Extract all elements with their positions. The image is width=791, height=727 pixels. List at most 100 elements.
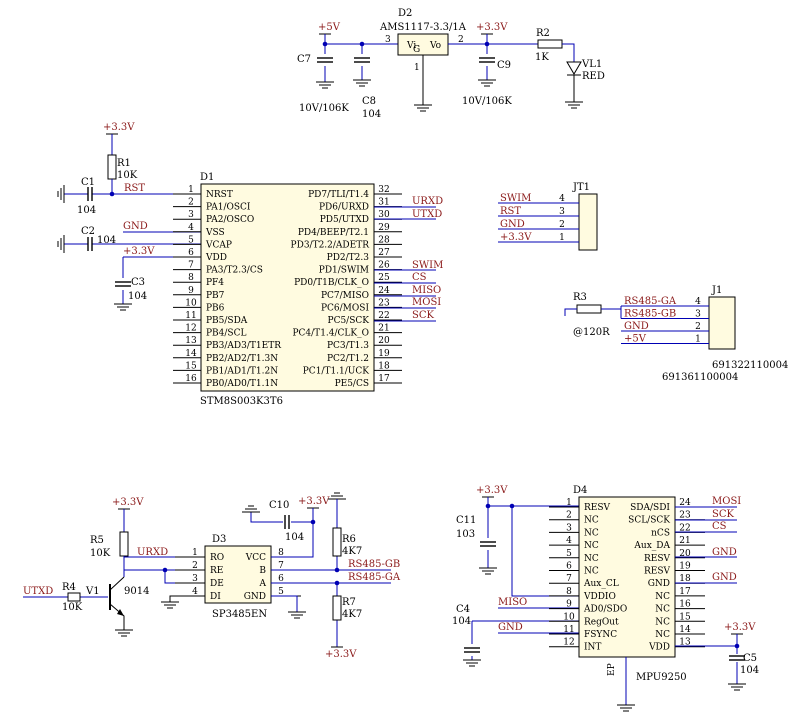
mcu-pin-21-name: PC4/T1.4/CLK_O <box>292 329 369 339</box>
imu-pin-14-number: 14 <box>679 625 691 635</box>
mcu-pin-17-number: 17 <box>378 374 390 384</box>
j1-pin-1-number: 1 <box>695 335 701 345</box>
r5-body <box>119 531 129 557</box>
imu-pin-3-name: NC <box>584 528 599 538</box>
imu-pin-13-number: 13 <box>679 638 691 648</box>
mcu-body <box>200 183 375 392</box>
j1-pin-4-number: 4 <box>695 297 701 307</box>
imu-pin-11-name: FSYNC <box>584 630 617 640</box>
c4-value: 104 <box>452 616 471 627</box>
r1-value: 10K <box>117 170 138 181</box>
d2-vi: Vi <box>406 41 416 51</box>
net-rs485-gb: RS485-GB <box>348 559 400 570</box>
j1-body <box>708 296 736 350</box>
rs485-pin-2-name: RE <box>210 566 223 576</box>
imu-net-cs: CS <box>712 521 727 532</box>
d3-ref: D3 <box>212 534 226 545</box>
jt1-pin-4-number: 4 <box>559 194 565 204</box>
mcu-pin-5-name: VCAP <box>205 240 232 250</box>
jt1-net-3: RST <box>500 206 521 217</box>
j1-pin-3-number: 3 <box>695 310 701 320</box>
net-urxd: URXD <box>412 196 443 207</box>
d3-part: SP3485EN <box>212 609 267 620</box>
r7-value: 4K7 <box>342 609 362 620</box>
jt1-pin-3-number: 3 <box>559 207 565 217</box>
imu-pin-12-number: 12 <box>563 638 574 648</box>
imu-pin-13-name: VDD <box>648 643 670 653</box>
imu-pin-11-number: 11 <box>563 625 574 635</box>
mcu-pin-14-name: PB2/AD2/T1.3N <box>206 354 278 364</box>
net-mosi: MOSI <box>412 297 441 308</box>
d1-ref: D1 <box>200 172 214 183</box>
c11-ref: C11 <box>456 515 476 526</box>
rs485-pin-2-number: 2 <box>192 561 198 571</box>
mcu-pin-4-number: 4 <box>188 223 194 233</box>
imu-pin-6-name: NC <box>584 567 599 577</box>
mcu-pin-10-name: PB6 <box>206 303 225 313</box>
imu-pin-18-number: 18 <box>679 574 691 584</box>
c3-ref: C3 <box>131 277 145 288</box>
d2-vo: Vo <box>429 41 441 51</box>
c9-value: 10V/106K <box>462 96 512 107</box>
c1-value: 104 <box>77 205 96 216</box>
imu-pin-4-number: 4 <box>566 536 572 546</box>
rs485-pin-4-number: 4 <box>192 587 198 597</box>
imu-ep-pin: EP <box>607 663 617 676</box>
c2-ref: C2 <box>81 226 95 237</box>
mcu-pin-7-name: PA3/T2.3/CS <box>206 266 263 276</box>
v1-value: 9014 <box>124 586 149 597</box>
c11-supply-label: +3.3V <box>476 485 508 496</box>
jt1-net-2: GND <box>500 219 525 230</box>
imu-pin-8-number: 8 <box>566 587 572 597</box>
rs485-pin-1-number: 1 <box>192 548 198 558</box>
imu-pin-9-name: AD0/SDO <box>583 605 627 615</box>
mcu-pin-20-name: PC3/T1.3 <box>327 341 369 351</box>
mcu-pin-4-name: VSS <box>205 228 225 238</box>
mcu-pin-3-number: 3 <box>188 210 194 220</box>
imu-pin-21-name: Aux_DA <box>633 541 670 551</box>
r3-body <box>576 304 602 314</box>
r6-ref: R6 <box>342 534 356 545</box>
mcu-pin-12-number: 12 <box>185 324 196 334</box>
imu-pin-7-name: Aux_CL <box>583 579 619 589</box>
mcu-section: +3.3V R1 10K C1 104 RST C2 104 GND +3.3V… <box>57 122 443 407</box>
jt1-body <box>578 193 598 251</box>
mcu-pin-20-number: 20 <box>378 336 390 346</box>
mcu-pin-23-name: PC6/MOSI <box>321 303 369 313</box>
mcu-pin-9-name: PB7 <box>206 291 225 301</box>
imu-pin-1-name: RESV <box>584 503 611 513</box>
net-urxd-transceiver: URXD <box>137 547 168 558</box>
imu-pin-17-number: 17 <box>679 587 691 597</box>
mcu-pin-3-name: PA2/OSCO <box>206 215 254 225</box>
rs485-pin-3-name: DE <box>210 579 224 589</box>
imu-pin-4-name: NC <box>584 541 599 551</box>
mcu-pin-22-name: PC5/SCK <box>328 316 370 326</box>
c10-ref: C10 <box>269 500 289 511</box>
d1-part: STM8S003K3T6 <box>200 396 283 407</box>
d4-ref: D4 <box>573 485 587 496</box>
r2-body <box>537 39 563 49</box>
imu-pin-7-number: 7 <box>566 574 572 584</box>
j1-part-a: 691322110004 <box>712 360 788 371</box>
r7-body <box>332 595 342 621</box>
imu-pin-15-name: NC <box>655 617 670 627</box>
r4-value: 10K <box>62 602 83 613</box>
imu-net-gnd20: GND <box>712 547 737 558</box>
jt1-net-1: +3.3V <box>500 232 532 243</box>
mcu-pin-19-name: PC2/T1.2 <box>327 354 369 364</box>
imu-pin-24-number: 24 <box>679 498 691 508</box>
d2-pin1: 1 <box>414 63 420 73</box>
mcu-pin-16-name: PB0/AD0/T1.1N <box>206 379 278 389</box>
imu-net-gnd18: GND <box>712 572 737 583</box>
mcu-pin-13-name: PB3/AD3/T1ETR <box>206 341 281 351</box>
r4-ref: R4 <box>62 582 76 593</box>
mcu-pin-11-name: PB5/SDA <box>206 316 248 326</box>
d2-part: AMS1117-3.3/1A <box>379 22 467 33</box>
imu-pin-24-name: SDA/SDI <box>630 503 670 513</box>
mcu-pin-15-number: 15 <box>185 361 197 371</box>
rs485-pin-5-name: GND <box>244 592 266 602</box>
mcu-pin-30-name: PD5/UTXD <box>320 215 369 225</box>
